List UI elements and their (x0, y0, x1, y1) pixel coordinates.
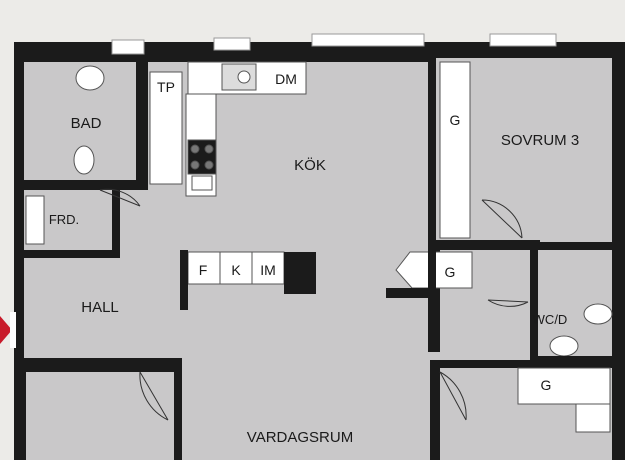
doors (99, 188, 529, 421)
room-label-wcd: WC/D (533, 312, 568, 327)
interior-walls (24, 58, 612, 460)
window-kok-left (213, 37, 251, 51)
room-label-hall: HALL (81, 299, 119, 316)
bath-fittings (73, 65, 613, 357)
wall-sovrum-bottom (436, 240, 540, 248)
wall-hall-bottom (24, 358, 180, 372)
room-label-sovrum3: SOVRUM 3 (501, 132, 579, 149)
door-bedroom-left (139, 371, 169, 421)
room-label-bad: BAD (71, 115, 102, 132)
door-bedroom-right (439, 371, 467, 421)
floor-vardagsrum-lower (180, 352, 440, 460)
kitchen-fittings (187, 63, 257, 191)
room-label-vardagsrum: VARDAGSRUM (247, 429, 353, 446)
door-wcd (487, 299, 529, 307)
floor-hall-upper (120, 190, 180, 260)
window-kok-right (311, 33, 425, 47)
fkim-dividers (219, 252, 253, 284)
washbasin-icon (75, 65, 105, 91)
burner-icon (204, 160, 214, 170)
washbasin-icon (549, 335, 579, 357)
wall-bad-kok (136, 62, 148, 190)
entrance-door (10, 312, 16, 348)
wardrobe-sovrum (439, 61, 471, 239)
fkim-block (187, 251, 285, 285)
wardrobe-bottom (517, 367, 611, 405)
burner-icon (190, 144, 200, 154)
wardrobe-hall (433, 251, 473, 289)
room-label-frd: FRD. (49, 212, 79, 227)
windows (111, 33, 557, 55)
wall-fkim-end (284, 252, 316, 294)
window-sovrum3 (489, 33, 557, 47)
tp-cabinet (149, 71, 183, 185)
fixture-label-k: K (231, 262, 241, 278)
frd-shelf (25, 195, 45, 245)
fixture-label-f: F (199, 262, 208, 278)
floor-bedroom-bottom-left (26, 372, 174, 460)
wall-wcd-bottom (530, 356, 612, 364)
burner-icon (204, 144, 214, 154)
wall-wcd-left (530, 248, 538, 360)
window-bad (111, 39, 145, 55)
wall-hall-g-bottom (386, 288, 430, 298)
wall-bedroom-right-left (430, 360, 440, 460)
toilet-icon (583, 303, 613, 325)
door-sovrum (481, 199, 523, 239)
sink-basin-icon (237, 70, 251, 84)
burner-icon (190, 160, 200, 170)
floor-hall (24, 258, 180, 358)
entrance-marker (0, 316, 12, 344)
wall-hall-kok (180, 250, 188, 310)
fixture-label-g-sovrum: G (450, 112, 461, 128)
oven-icon (191, 175, 213, 191)
fixture-label-dm: DM (275, 71, 297, 87)
fixture-label-im: IM (260, 262, 276, 278)
wall-kok-sovrum (428, 58, 436, 308)
wardrobe-bottom-ext (575, 403, 611, 433)
fixture-label-g-hall: G (445, 264, 456, 280)
wall-bedroom-left-right (174, 358, 182, 460)
toilet-icon (73, 145, 95, 175)
wall-frd-bottom (24, 250, 120, 258)
stove-icon (187, 139, 217, 175)
room-label-kok: KÖK (294, 156, 326, 174)
labels: BAD KÖK SOVRUM 3 FRD. HALL WC/D VARDAGSR… (49, 71, 579, 446)
door-bad (99, 188, 141, 207)
wall-bad-bottom (24, 180, 148, 190)
fixture-label-g-bottom: G (541, 377, 552, 393)
fixture-label-tp: TP (157, 79, 175, 95)
